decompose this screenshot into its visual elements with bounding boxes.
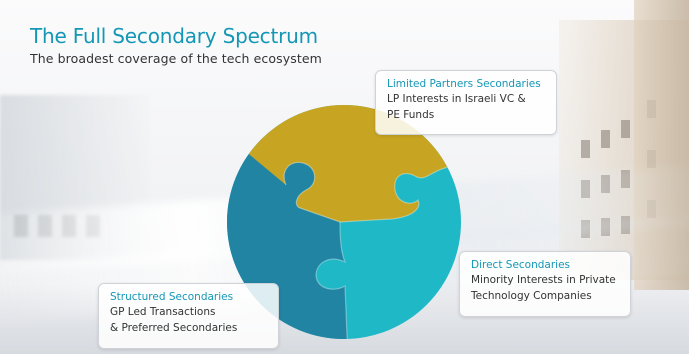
callout-text: PE Funds — [387, 109, 435, 121]
page-subtitle: The broadest coverage of the tech ecosys… — [30, 51, 322, 66]
callout-text: & Preferred Secondaries — [110, 322, 238, 334]
callout-text: LP Interests in Israeli VC & — [387, 93, 526, 105]
callout-heading: Direct Secondaries — [471, 259, 571, 271]
callout-text: GP Led Transactions — [110, 306, 216, 318]
callout-heading: Structured Secondaries — [110, 291, 234, 303]
callout-text: Technology Companies — [471, 290, 592, 302]
callout-direct: Direct Secondaries Minority Interests in… — [459, 251, 631, 317]
callout-limited-partners: Limited Partners Secondaries LP Interest… — [375, 70, 557, 135]
callout-structured: Structured Secondaries GP Led Transactio… — [98, 283, 279, 349]
callout-heading: Limited Partners Secondaries — [387, 78, 541, 90]
callout-text: Minority Interests in Private — [471, 274, 616, 286]
page-title: The Full Secondary Spectrum — [30, 24, 318, 48]
